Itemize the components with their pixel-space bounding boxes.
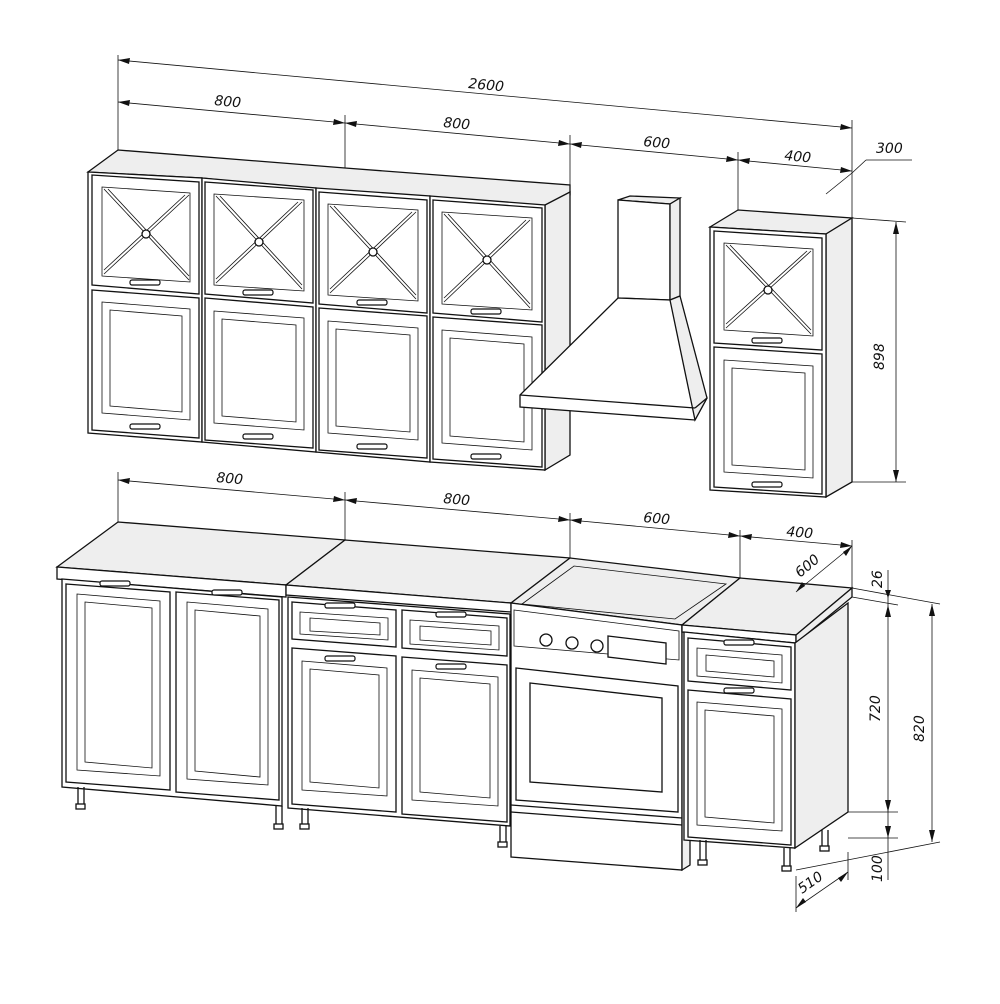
panel-door-4 xyxy=(432,316,543,468)
dim-2600: 2600 xyxy=(468,76,505,95)
handle xyxy=(129,279,161,286)
handle xyxy=(435,663,467,670)
stove-knob[interactable] xyxy=(565,636,579,650)
range-hood xyxy=(519,195,708,422)
dim-upper-800-right: 800 xyxy=(443,115,471,133)
base-door-4 xyxy=(401,656,508,823)
handle xyxy=(435,611,467,618)
drawer-1 xyxy=(291,601,397,648)
handle xyxy=(470,453,502,460)
dim-total-820: 820 xyxy=(912,715,928,742)
dim-lower-800-left: 800 xyxy=(216,470,244,488)
dim-plinth-510: 510 xyxy=(795,869,826,897)
drawer-3 xyxy=(687,637,792,691)
dim-upper-400: 400 xyxy=(784,148,812,166)
panel-door-1 xyxy=(91,289,200,439)
handle xyxy=(751,481,783,488)
handle xyxy=(242,289,274,296)
handle xyxy=(129,423,161,430)
dimensions: 2600 800 800 600 400 300 898 xyxy=(117,55,941,912)
dim-leg-100: 100 xyxy=(870,855,886,882)
handle xyxy=(356,443,388,450)
base-door-2 xyxy=(175,589,280,801)
glass-door-4 xyxy=(432,199,543,323)
dim-upper-height-898: 898 xyxy=(872,343,888,370)
handle xyxy=(211,589,243,596)
base-door-1 xyxy=(65,580,171,791)
dim-lower-depth-600: 600 xyxy=(792,552,823,581)
handle xyxy=(99,580,131,587)
base-door-5 xyxy=(687,687,792,846)
panel-door-2 xyxy=(204,297,314,449)
dim-counter-26: 26 xyxy=(870,570,886,588)
panel-door-3 xyxy=(318,307,428,459)
glass-door-3 xyxy=(318,191,428,314)
upper-cabinets xyxy=(86,149,571,472)
dim-cabinet-720: 720 xyxy=(868,695,884,722)
upper-cabinet-400 xyxy=(707,209,855,499)
stove-knob[interactable] xyxy=(539,633,553,647)
dim-lower-600: 600 xyxy=(643,510,671,528)
dim-lower-400: 400 xyxy=(786,524,814,542)
dim-upper-800-left: 800 xyxy=(214,93,242,111)
handle xyxy=(723,687,755,694)
base-door-3 xyxy=(291,647,397,813)
handle xyxy=(751,337,783,344)
handle xyxy=(723,639,755,646)
drawer-2 xyxy=(401,609,508,657)
dim-upper-600: 600 xyxy=(643,134,671,152)
lower-cabinets xyxy=(55,521,854,872)
handle xyxy=(324,602,356,609)
handle xyxy=(242,433,274,440)
dim-upper-depth-300: 300 xyxy=(876,141,903,157)
handle xyxy=(470,308,502,315)
glass-door-2 xyxy=(204,181,314,304)
dim-lower-800-right: 800 xyxy=(443,491,471,509)
handle xyxy=(356,299,388,306)
handle xyxy=(324,655,356,662)
stove-knob[interactable] xyxy=(590,639,604,653)
glass-door-1 xyxy=(91,174,200,295)
